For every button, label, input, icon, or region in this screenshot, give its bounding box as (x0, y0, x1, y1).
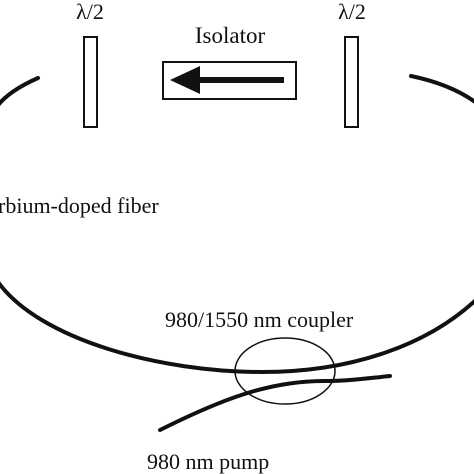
coupler-ellipse (234, 337, 336, 405)
isolator-label: Isolator (195, 23, 266, 48)
half-wave-plate-left-label: λ/2 (76, 0, 104, 24)
half-wave-plate-right-label: λ/2 (338, 0, 366, 24)
fiber-ring-left (0, 76, 40, 107)
half-wave-plate-right (344, 36, 359, 128)
pump-label: 980 nm pump (147, 449, 269, 474)
fiber-ring-lower (0, 281, 474, 375)
fiber-ring-right (409, 74, 474, 104)
left-arrow-icon (170, 66, 284, 94)
fiber-label: rbium-doped fiber (0, 193, 159, 218)
pump-fiber (158, 374, 392, 432)
coupler-label: 980/1550 nm coupler (165, 307, 354, 332)
half-wave-plate-left (83, 36, 98, 128)
